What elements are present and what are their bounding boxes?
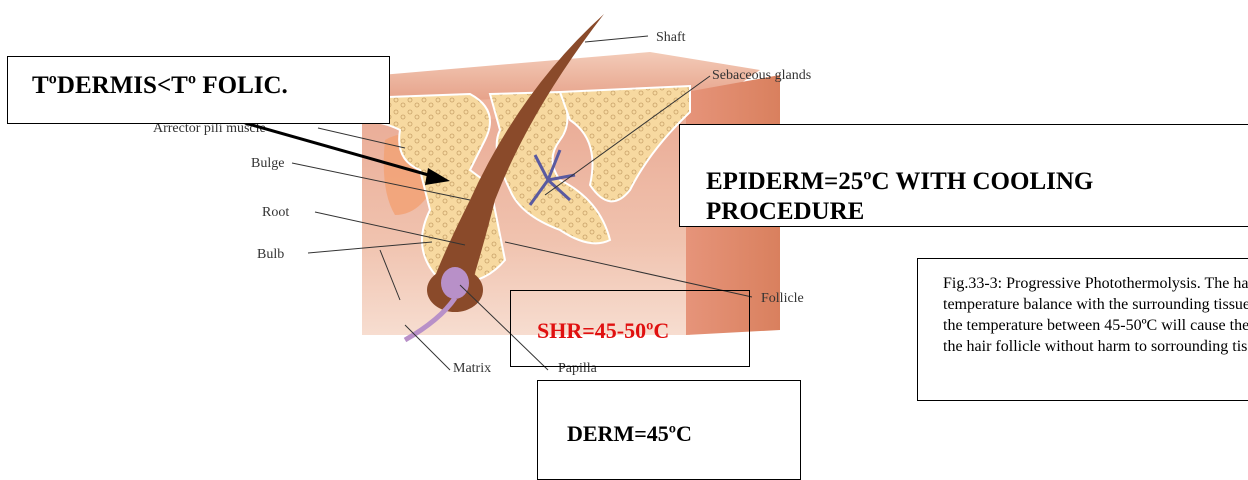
derm-temperature-text: DERM=45ºC [567,421,692,447]
label-sebaceous-glands: Sebaceous glands [712,68,811,83]
label-root: Root [262,205,289,220]
folic-temperature-box: TºDERMIS<Tº FOLIC. [7,56,390,124]
papilla-shape [441,267,469,299]
figure-caption-box: Fig.33-3: Progressive Photothermolysis. … [917,258,1248,401]
label-matrix: Matrix [453,361,491,376]
label-follicle: Follicle [761,291,804,306]
shr-temperature-text: SHR=45-50ºC [537,318,669,344]
label-shaft: Shaft [656,30,686,45]
label-bulb: Bulb [257,247,284,262]
label-bulge: Bulge [251,156,284,171]
shr-temperature-box: SHR=45-50ºC [510,290,750,367]
epiderm-temperature-text: EPIDERM=25ºC WITH COOLING PROCEDURE [706,167,1236,227]
epiderm-temperature-box: EPIDERM=25ºC WITH COOLING PROCEDURE [679,124,1248,227]
derm-temperature-box: DERM=45ºC [537,380,801,480]
folic-temperature-text: TºDERMIS<Tº FOLIC. [32,72,288,100]
figure-caption-text: Fig.33-3: Progressive Photothermolysis. … [943,273,1248,357]
